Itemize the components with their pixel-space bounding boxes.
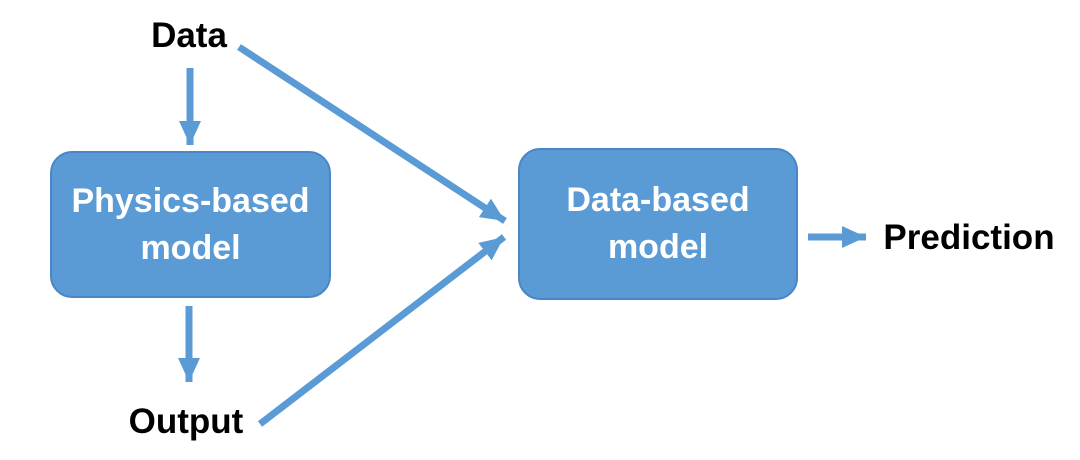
edge-output-to-data-model (257, 234, 507, 427)
node-label-physics-based-model: Physics-based model (71, 181, 310, 267)
node-data-based-model: Data-based model (518, 148, 798, 300)
node-physics-based-model: Physics-based model (50, 151, 331, 298)
edge-data-to-data-model (237, 44, 507, 224)
node-label-data: Data (151, 16, 227, 55)
node-label-prediction: Prediction (883, 218, 1055, 257)
node-label-output: Output (128, 402, 244, 441)
node-label-data-based-model: Data-based model (566, 181, 750, 266)
